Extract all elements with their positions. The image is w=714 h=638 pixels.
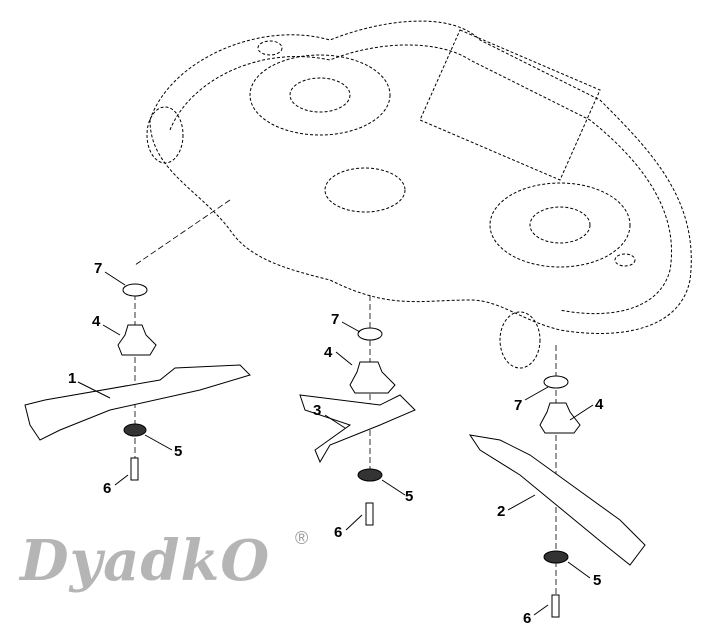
callout-6-left: 6	[103, 480, 112, 497]
middle-parts	[299, 327, 416, 526]
mower-deck	[146, 20, 692, 369]
callout-4-middle: 4	[324, 344, 333, 361]
callout-6-right: 6	[523, 610, 532, 627]
registered-mark: ®	[295, 528, 309, 548]
callout-5-right: 5	[593, 572, 602, 589]
callout-4-left: 4	[92, 313, 101, 330]
callout-5-middle: 5	[405, 488, 414, 505]
callout-1: 1	[68, 370, 77, 387]
right-parts	[468, 375, 646, 618]
callout-7-left: 7	[94, 260, 103, 277]
callout-7-middle: 7	[331, 311, 340, 328]
watermark-logo: DyadkO	[20, 528, 271, 594]
callout-2: 2	[497, 503, 506, 520]
callout-5-left: 5	[174, 443, 183, 460]
callout-4-right: 4	[595, 396, 604, 413]
callout-6-middle: 6	[334, 524, 343, 541]
callout-7-right: 7	[514, 397, 523, 414]
callout-3: 3	[313, 402, 322, 419]
left-parts	[24, 283, 251, 481]
